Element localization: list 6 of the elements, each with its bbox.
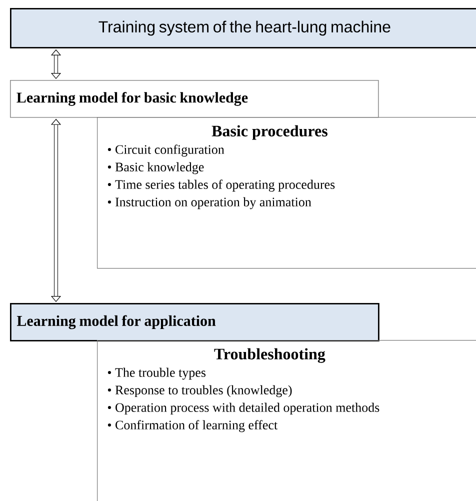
content-panel: Basic procedures • Circuit configuration • Basic knowledge • Time series tables of operating procedures • Instruction on operation by animation <box>97 117 476 269</box>
model-box: Learning model for application <box>10 303 380 342</box>
content-panel: Troubleshooting • The trouble types • Response to troubles (knowledge) • Operation process with detailed operation methods • Confirmation of learning effect <box>97 340 476 501</box>
double-arrow <box>50 118 62 302</box>
title-box: Training system of the heart-lung machine <box>10 8 476 48</box>
model-box: Learning model for basic knowledge <box>10 80 379 118</box>
